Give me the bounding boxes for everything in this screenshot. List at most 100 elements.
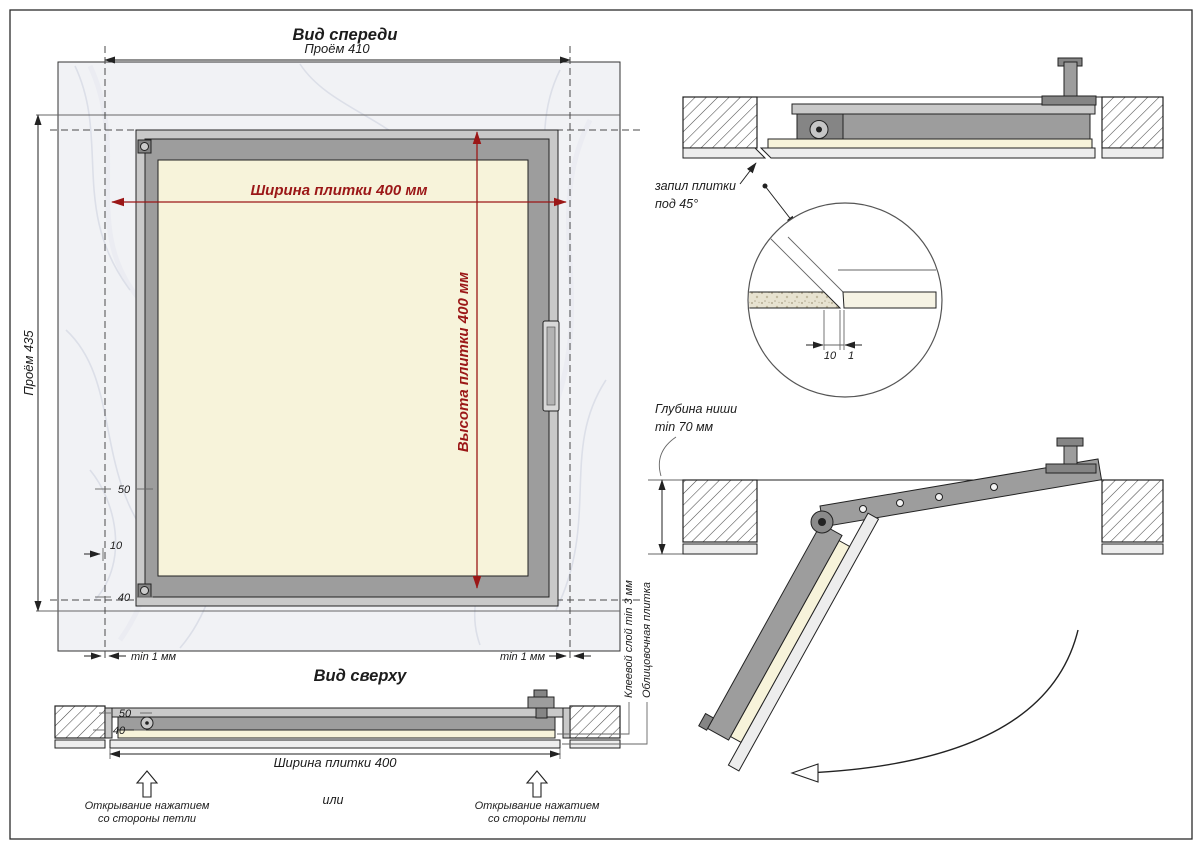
dim-offset-50: 50: [95, 484, 153, 496]
front-view-title: Вид спереди: [293, 26, 398, 44]
leader-arrow: [739, 162, 757, 185]
hinge-pin-icon: [140, 586, 149, 595]
door-tile: [759, 147, 1096, 159]
tile-cut-label-line2: под 45°: [655, 197, 698, 211]
wall-tile-left: [682, 543, 758, 555]
section-open-view: Глубина ниши min 70 мм: [648, 402, 1164, 783]
mounting-hole: [990, 483, 998, 491]
wall-section-left: [682, 479, 758, 543]
dim-tile-height: Высота плитки 400 мм: [455, 131, 482, 589]
niche-depth-callout: Глубина ниши min 70 мм: [648, 402, 737, 555]
dim-opening-width: Проём 410: [104, 41, 571, 64]
hatch-assembly: [135, 129, 560, 607]
glue-layer: [767, 138, 1093, 149]
wall-tile-left: [54, 739, 106, 749]
dim-offset-40-label: 40: [118, 592, 131, 604]
detail-dim-1-label: 1: [848, 350, 854, 362]
dim-offset-50-top: 50: [99, 708, 152, 720]
section-closed-view: запил плитки под 45° 10: [654, 57, 1164, 398]
open-hint-left-line1: Открывание нажатием: [85, 800, 210, 812]
dim-gap-left-label: min 1 мм: [131, 651, 176, 663]
wall-section-left: [54, 705, 106, 739]
open-hint-right: Открывание нажатием со стороны петли: [475, 770, 600, 825]
hinge-top: [137, 139, 152, 154]
open-hint-left: Открывание нажатием со стороны петли: [85, 770, 210, 825]
open-hint-right-line1: Открывание нажатием: [475, 800, 600, 812]
wall-section-right: [569, 705, 621, 739]
frame-arm: [819, 437, 1103, 528]
glue-layer: [729, 539, 851, 744]
dim-offset-40: 40: [95, 592, 153, 604]
door-panel: [801, 113, 1091, 140]
or-label: или: [323, 793, 344, 807]
door-panel: [117, 716, 556, 731]
dim-gap-right-label: min 1 мм: [500, 651, 545, 663]
frame-profile: [104, 707, 571, 718]
swing-arrowhead-icon: [790, 763, 819, 783]
open-hint-left-line2: со стороны петли: [98, 813, 196, 825]
wall-section-left: [682, 96, 758, 149]
dim-offset-10: 10: [84, 540, 123, 561]
wall-section-right: [1101, 96, 1164, 149]
mounting-hole: [859, 505, 867, 513]
door-tile: [109, 739, 561, 749]
hatch-tile-face: [157, 159, 529, 577]
mounting-hole: [896, 499, 904, 507]
niche-depth-label-line1: Глубина ниши: [655, 402, 737, 416]
sheet-border: [9, 9, 1193, 840]
facing-tile-label: Облицовочная плитка: [641, 582, 653, 698]
hinge-mechanism: [796, 113, 844, 140]
open-hint-right-line2: со стороны петли: [488, 813, 586, 825]
wall-tile-cut-45: [749, 291, 842, 309]
tile-cut-callout: запил плитки под 45°: [654, 162, 797, 227]
layer-callouts: Клеевой слой min 3 мм Облицовочная плитк…: [557, 580, 653, 745]
dim-gap-left: min 1 мм: [84, 651, 176, 663]
detail-dim-10-label: 10: [824, 350, 837, 362]
wall-tile-right: [1101, 543, 1164, 555]
dim-opening-height: Проём 435: [21, 114, 58, 612]
glue-layer-label: Клеевой слой min 3 мм: [623, 580, 635, 698]
wall-tile-right: [1101, 147, 1164, 159]
dim-offset-10-label: 10: [110, 540, 123, 552]
top-view-title: Вид сверху: [314, 667, 408, 685]
press-open-arrow-left-icon: [135, 770, 159, 798]
leader-line: [562, 702, 648, 745]
dim-tile-width-label: Ширина плитки 400: [274, 755, 398, 770]
dim-opening-height-label: Проём 435: [21, 330, 36, 396]
leader-line: [557, 702, 630, 735]
hinge-pin-icon: [140, 142, 149, 151]
open-door-leaf: [698, 512, 880, 772]
front-view: Вид спереди: [21, 26, 640, 663]
dim-offset-50-label: 50: [119, 708, 132, 720]
dim-tile-width: Ширина плитки 400 мм: [111, 182, 567, 207]
detail-circle: 10 1: [747, 202, 943, 398]
detail-dims: 10 1: [806, 310, 862, 362]
door-panel: [706, 523, 843, 741]
dim-tile-height-label: Высота плитки 400 мм: [455, 272, 472, 452]
dim-offset-50-label: 50: [118, 484, 131, 496]
dim-opening-width-label: Проём 410: [304, 41, 370, 56]
dim-offset-40-label: 40: [113, 725, 126, 737]
mounting-hole: [935, 493, 943, 501]
wall-tile-left: [682, 147, 767, 159]
glue-layer: [117, 729, 556, 739]
swing-arc: [805, 629, 1079, 774]
latch-tab: [698, 712, 715, 731]
niche-depth-label-line2: min 70 мм: [655, 420, 714, 434]
latch-mechanism: [527, 689, 555, 719]
tile-cut-label-line1: запил плитки: [654, 179, 736, 193]
top-view: Вид сверху 50: [54, 580, 653, 825]
dim-tile-width-label: Ширина плитки 400 мм: [250, 182, 427, 199]
handle: [542, 320, 560, 412]
hatch-tile-edge: [842, 291, 937, 309]
detail-contents: [749, 236, 937, 309]
dim-gap-right: min 1 мм: [500, 651, 591, 663]
press-open-arrow-right-icon: [525, 770, 549, 798]
swing-arrow: [790, 629, 1079, 783]
dim-tile-width-top: Ширина плитки 400: [109, 748, 561, 770]
latch-mechanism: [1041, 57, 1097, 106]
latch-mechanism: [1045, 437, 1097, 474]
leader-line: [658, 436, 677, 477]
hinge-bottom: [137, 583, 152, 598]
